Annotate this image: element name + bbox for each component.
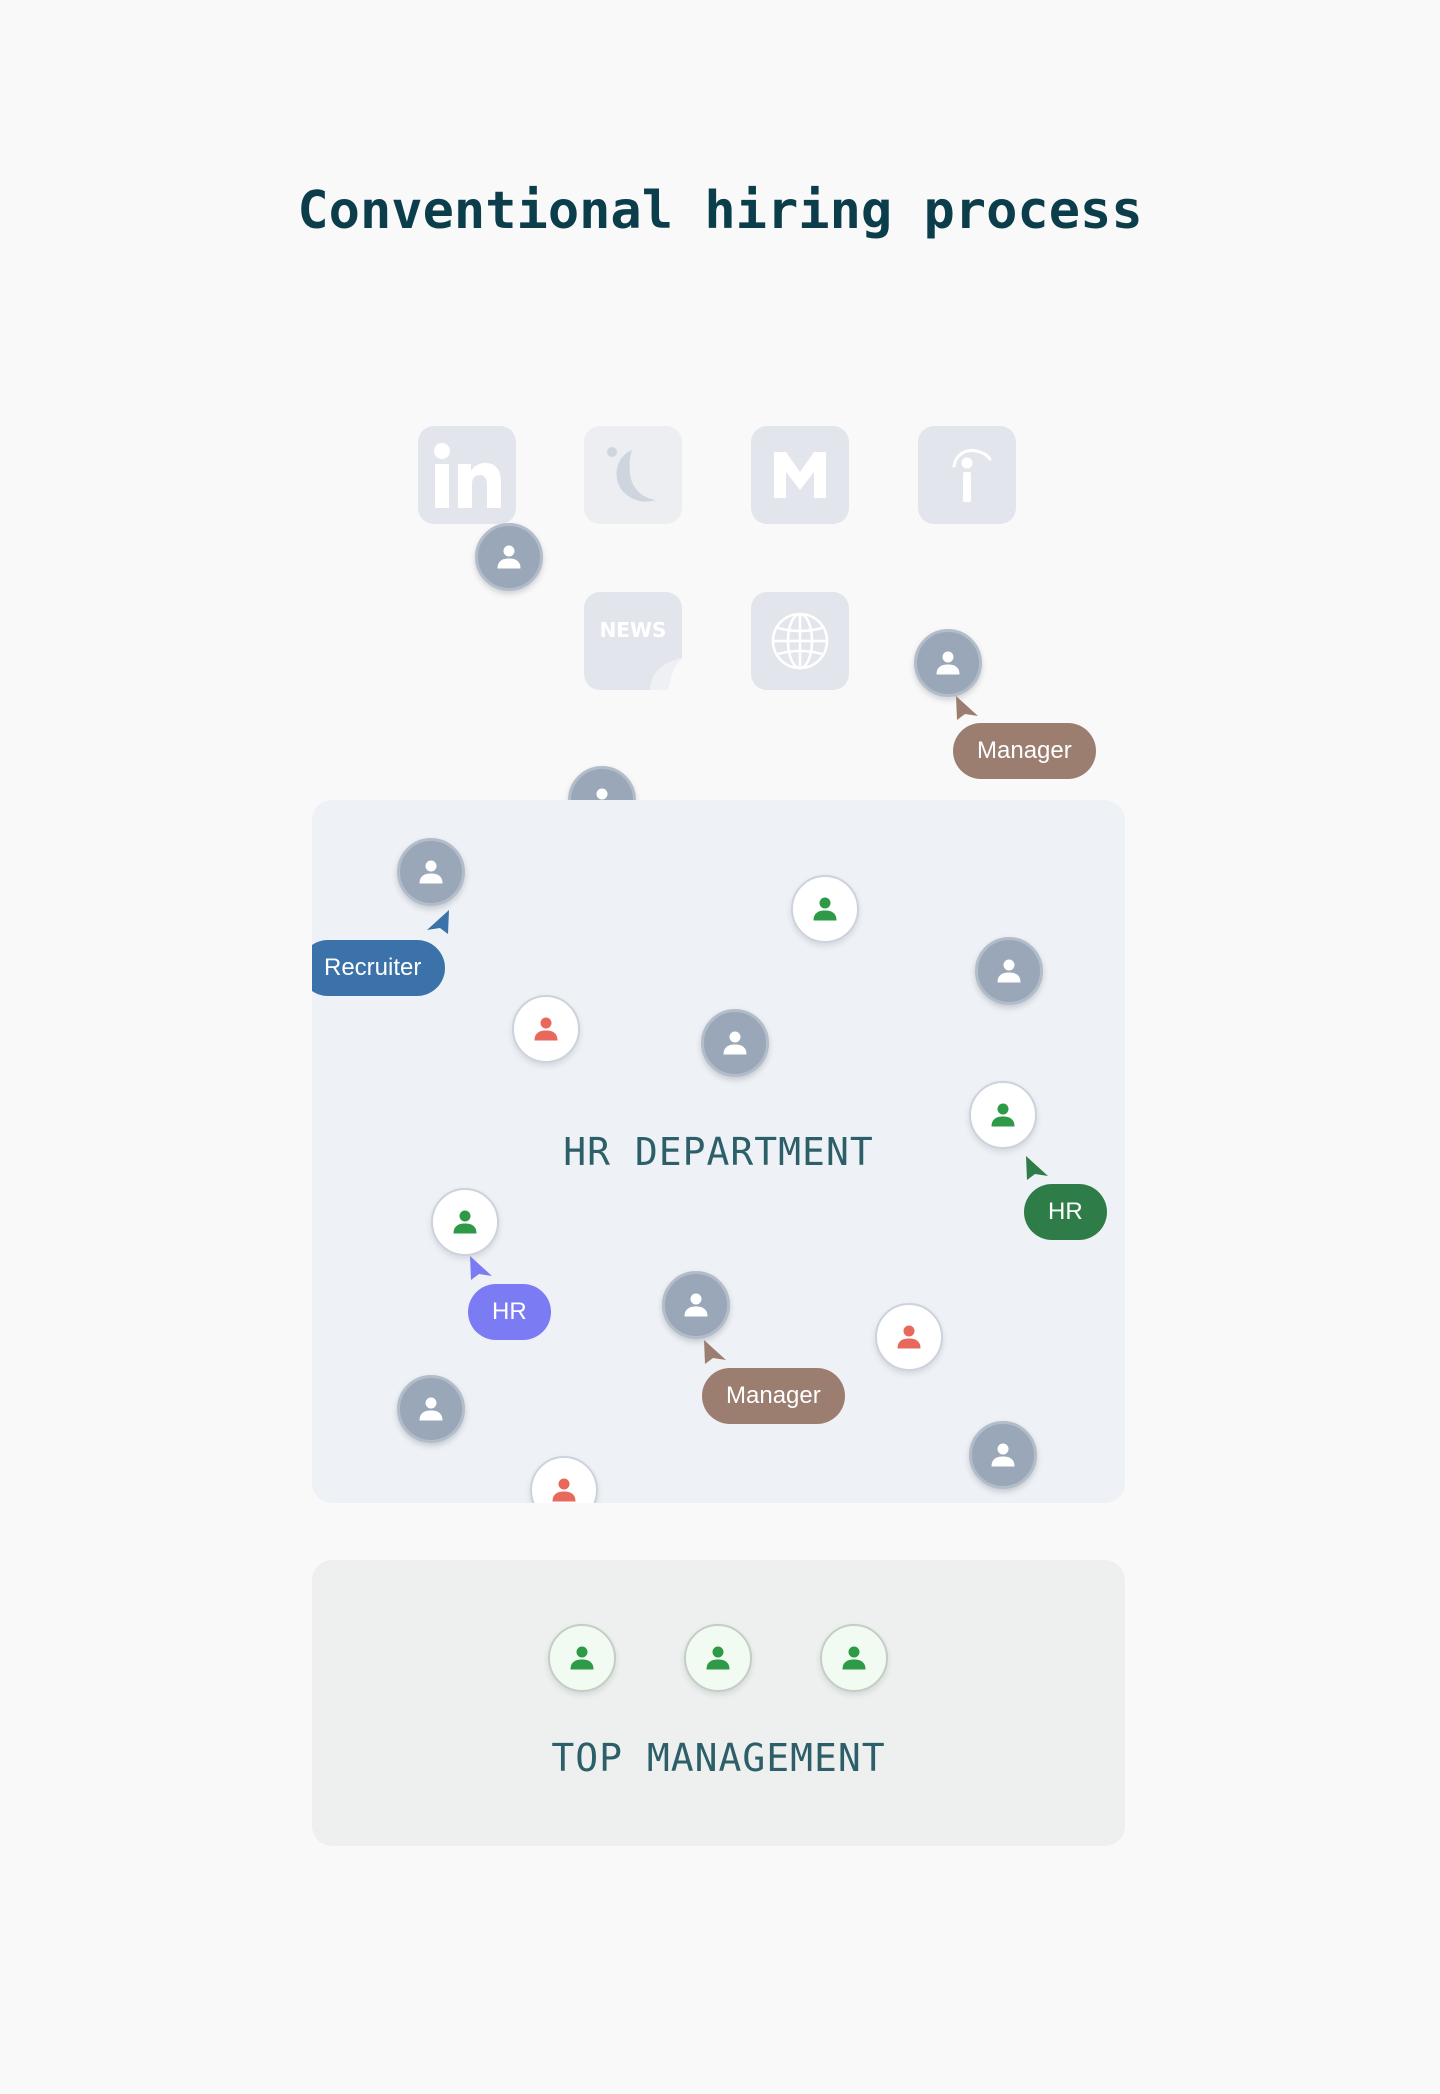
candidate-avatar-rejected[interactable] — [875, 1303, 943, 1371]
candidate-avatar-approved[interactable] — [969, 1081, 1037, 1149]
person-icon — [497, 545, 521, 569]
top-management-panel: TOP MANAGEMENT — [312, 1560, 1125, 1846]
hr-cursor-icon — [1026, 1156, 1048, 1180]
executive-avatar[interactable] — [684, 1624, 752, 1692]
moon-icon — [607, 447, 656, 502]
manager-tag: Manager — [953, 723, 1096, 779]
candidate-avatar[interactable] — [397, 838, 465, 906]
person-icon — [706, 1646, 730, 1670]
candidate-avatar[interactable] — [701, 1009, 769, 1077]
hr-cursor-icon — [470, 1256, 492, 1280]
candidate-avatar-rejected[interactable] — [512, 995, 580, 1063]
info-i-icon — [952, 449, 992, 502]
info-source-tile — [918, 426, 1016, 524]
person-icon — [997, 959, 1021, 983]
executive-avatar[interactable] — [820, 1624, 888, 1692]
recruiter-tag: Recruiter — [312, 940, 446, 996]
person-icon — [723, 1031, 747, 1055]
page-title: Conventional hiring process — [297, 181, 1143, 241]
manager-cursor-icon — [704, 1340, 726, 1364]
linkedin-source-tile — [418, 426, 516, 524]
person-icon — [813, 897, 837, 921]
top-management-label: TOP MANAGEMENT — [551, 1736, 886, 1780]
person-icon — [991, 1443, 1015, 1467]
globe-source-tile — [751, 592, 849, 690]
news-icon: NEWS — [600, 618, 682, 690]
person-icon — [684, 1293, 708, 1317]
manager-cursor-icon — [956, 696, 978, 720]
candidate-avatar-rejected[interactable] — [530, 1456, 598, 1503]
m-source-tile — [751, 426, 849, 524]
person-icon — [534, 1017, 558, 1041]
person-icon — [419, 1397, 443, 1421]
news-source-tile: NEWS — [584, 592, 682, 690]
person-icon — [991, 1103, 1015, 1127]
candidate-avatar[interactable] — [969, 1421, 1037, 1489]
candidate-avatar-approved[interactable] — [791, 875, 859, 943]
candidate-avatar-approved[interactable] — [431, 1188, 499, 1256]
news-label: NEWS — [600, 618, 667, 642]
hr-department-panel: HR DEPARTMENT Recruiter HR HR Manager — [312, 800, 1125, 1503]
person-icon — [570, 1646, 594, 1670]
hr-tag-purple: HR — [468, 1284, 551, 1340]
person-icon — [552, 1478, 576, 1502]
person-icon — [419, 860, 443, 884]
hr-department-label: HR DEPARTMENT — [563, 1130, 874, 1174]
candidate-avatar[interactable] — [662, 1271, 730, 1339]
linkedin-icon — [434, 443, 501, 508]
globe-icon — [771, 612, 829, 670]
m-logo-icon — [774, 452, 826, 498]
candidate-avatar[interactable] — [397, 1375, 465, 1443]
person-icon — [897, 1325, 921, 1349]
moon-source-tile — [584, 426, 682, 524]
candidate-avatar[interactable] — [914, 629, 982, 697]
person-icon — [842, 1646, 866, 1670]
hr-tag-green: HR — [1024, 1184, 1107, 1240]
person-icon — [936, 651, 960, 675]
manager-tag: Manager — [702, 1368, 845, 1424]
person-icon — [453, 1210, 477, 1234]
recruiter-cursor-icon — [427, 910, 449, 934]
executive-avatar[interactable] — [548, 1624, 616, 1692]
candidate-avatar[interactable] — [475, 523, 543, 591]
candidate-avatar[interactable] — [975, 937, 1043, 1005]
